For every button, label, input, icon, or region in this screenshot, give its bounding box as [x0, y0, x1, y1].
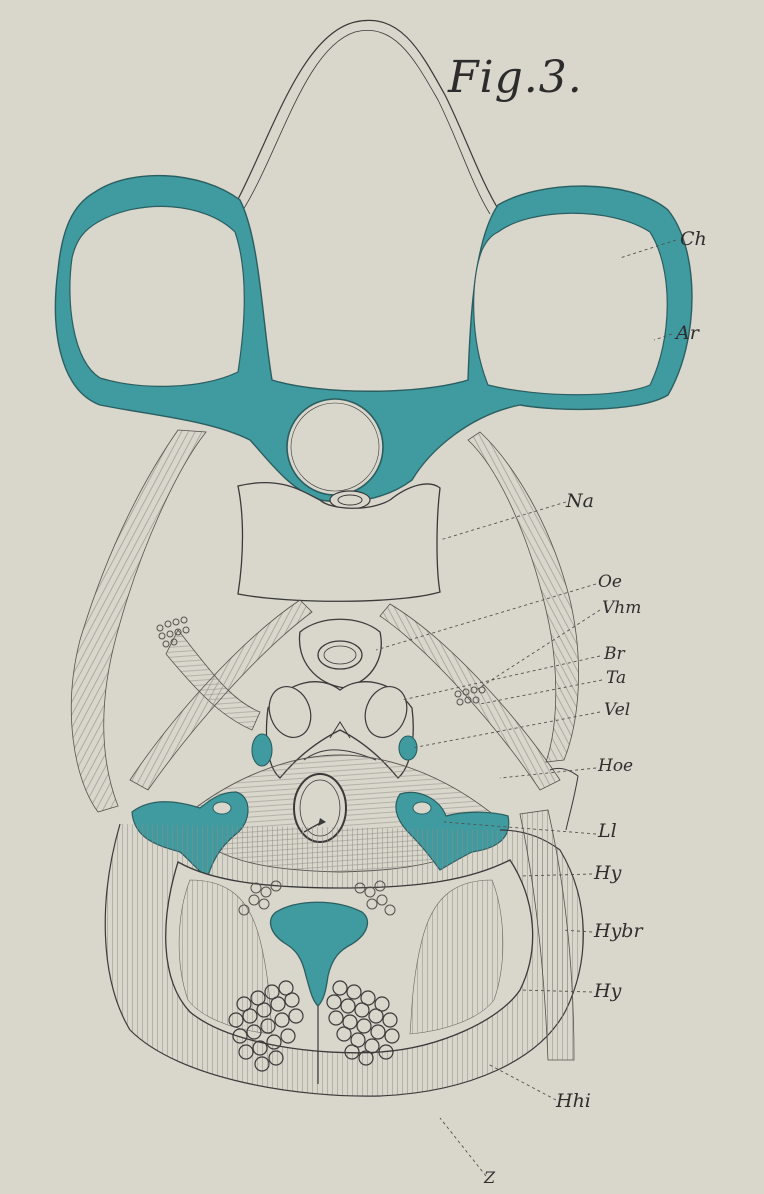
left-gill-cartilage: [252, 734, 272, 766]
label-oe: Oe: [598, 572, 622, 592]
label-hoe: Hoe: [598, 756, 633, 776]
head-outline: [235, 20, 600, 212]
label-ar: Ar: [676, 322, 699, 344]
figure-title: Fig.3.: [448, 52, 583, 103]
label-hy-lower: Hy: [594, 980, 621, 1002]
right-gill-cartilage: [399, 736, 417, 760]
label-z: Z: [484, 1168, 495, 1187]
label-ll: Ll: [598, 820, 617, 842]
label-vel: Vel: [604, 700, 630, 720]
label-vhm: Vhm: [602, 598, 641, 618]
right-orbital-cavity: [474, 213, 668, 395]
left-outer-muscle-band: [71, 430, 206, 812]
left-orbital-cavity: [70, 206, 244, 386]
label-br: Br: [604, 644, 625, 664]
label-hhi: Hhi: [556, 1090, 591, 1112]
label-hy-upper: Hy: [594, 862, 621, 884]
label-hybr: Hybr: [594, 920, 643, 942]
label-na: Na: [566, 490, 594, 512]
label-ch: Ch: [680, 228, 707, 250]
notochord: [287, 399, 383, 495]
label-ta: Ta: [606, 668, 626, 688]
